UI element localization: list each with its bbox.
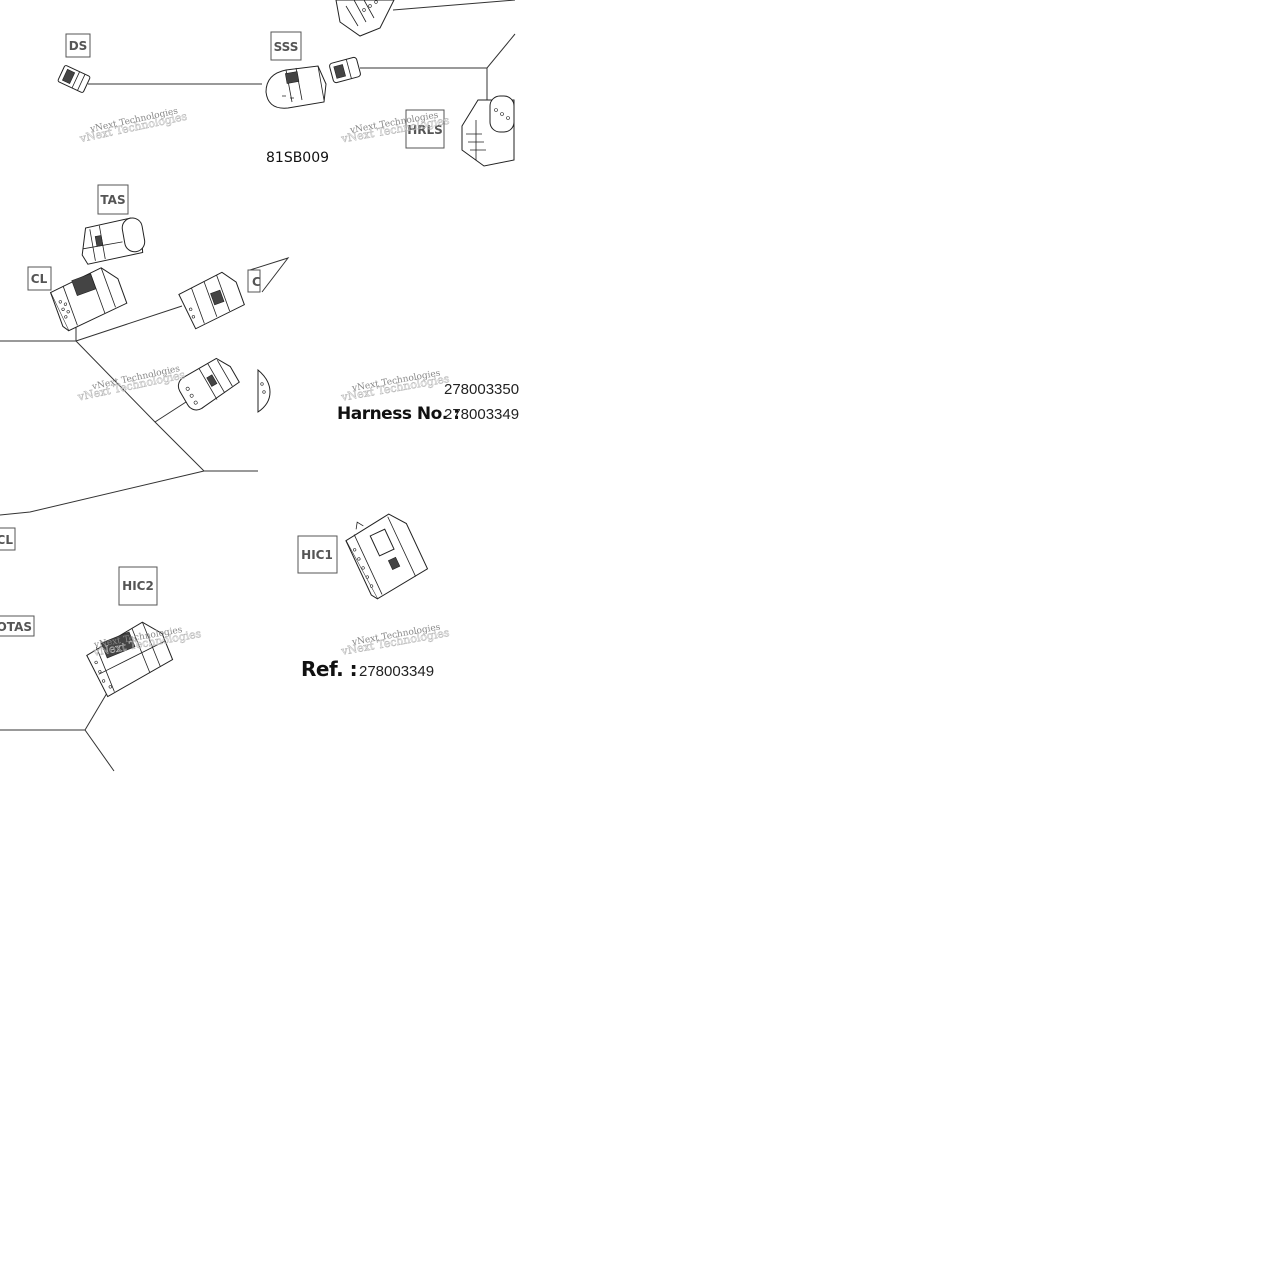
wire-hic2-up bbox=[84, 687, 111, 731]
hic2-label-box: HIC2 bbox=[118, 566, 158, 606]
ds-label-box: DS bbox=[65, 33, 91, 58]
cl-bottom-label: CL bbox=[0, 533, 13, 547]
wire-cl-c bbox=[75, 305, 183, 342]
wire-sss-hrls bbox=[360, 33, 516, 69]
hrls-connector bbox=[461, 95, 515, 167]
wire-hic2-main bbox=[0, 729, 115, 772]
hic1-label: HIC1 bbox=[301, 548, 333, 562]
cl-top-label: CL bbox=[31, 272, 48, 286]
cl-top-label-box: CL bbox=[27, 266, 52, 291]
hic1-label-box: HIC1 bbox=[297, 535, 338, 574]
otas-label-box: OTAS bbox=[0, 615, 35, 637]
top-panel: DS SSS HRLS bbox=[57, 0, 516, 167]
sss-label: SSS bbox=[274, 40, 299, 54]
tas-label-box: TAS bbox=[97, 184, 129, 215]
sss-label-box: SSS bbox=[270, 31, 302, 61]
hrls-label: HRLS bbox=[407, 123, 443, 137]
top-partial-connector bbox=[335, 0, 395, 37]
cl-top-connector bbox=[49, 267, 128, 332]
tas-connector bbox=[81, 217, 146, 265]
harness-info: vNext Technologies vNext Technologies 27… bbox=[337, 368, 519, 424]
middle-panel: TAS CL C bbox=[0, 184, 290, 516]
ds-label: DS bbox=[69, 39, 88, 53]
sss-connector bbox=[265, 65, 327, 109]
hic2-connector bbox=[86, 621, 174, 698]
watermark-reference: vNext Technologies vNext Technologies bbox=[339, 622, 451, 658]
reference-label: Ref. : bbox=[301, 657, 357, 681]
cl-bottom-label-box: CL bbox=[0, 527, 16, 551]
tas-label: TAS bbox=[100, 193, 125, 207]
reference-number: 278003349 bbox=[359, 663, 434, 680]
c-partial-label: C bbox=[252, 275, 261, 289]
watermark-harness: vNext Technologies vNext Technologies bbox=[339, 368, 451, 404]
partial-right-connector bbox=[257, 368, 271, 413]
bottom-panel: CL OTAS HIC2 vNext Technologies vNext Te… bbox=[0, 527, 203, 772]
watermark-top-left: vNext Technologies vNext Technologies bbox=[77, 106, 188, 145]
reference-panel: HIC1 vNext Technologies vNext Technologi… bbox=[297, 513, 451, 681]
wire-c-corner bbox=[249, 257, 290, 293]
c-partial-label-box: C bbox=[247, 269, 261, 293]
wire-trunk bbox=[75, 340, 258, 472]
hic1-connector bbox=[345, 513, 429, 600]
harness-number: 278003349 bbox=[444, 406, 519, 423]
harness-number-label: Harness No. : bbox=[337, 404, 459, 424]
wire-trunk-left bbox=[0, 470, 205, 516]
harness-alt-number: 278003350 bbox=[444, 381, 519, 398]
wire-branch-round bbox=[154, 401, 187, 423]
diagram-code: 81SB009 bbox=[266, 150, 329, 166]
sss-mating-connector bbox=[329, 56, 361, 84]
hrls-label-box: HRLS bbox=[405, 109, 445, 149]
hic2-label: HIC2 bbox=[122, 579, 154, 593]
wire-top-right bbox=[392, 0, 516, 11]
c-connector bbox=[178, 271, 245, 330]
ds-connector bbox=[57, 65, 91, 93]
round-connector bbox=[177, 357, 240, 411]
otas-label: OTAS bbox=[0, 620, 32, 634]
